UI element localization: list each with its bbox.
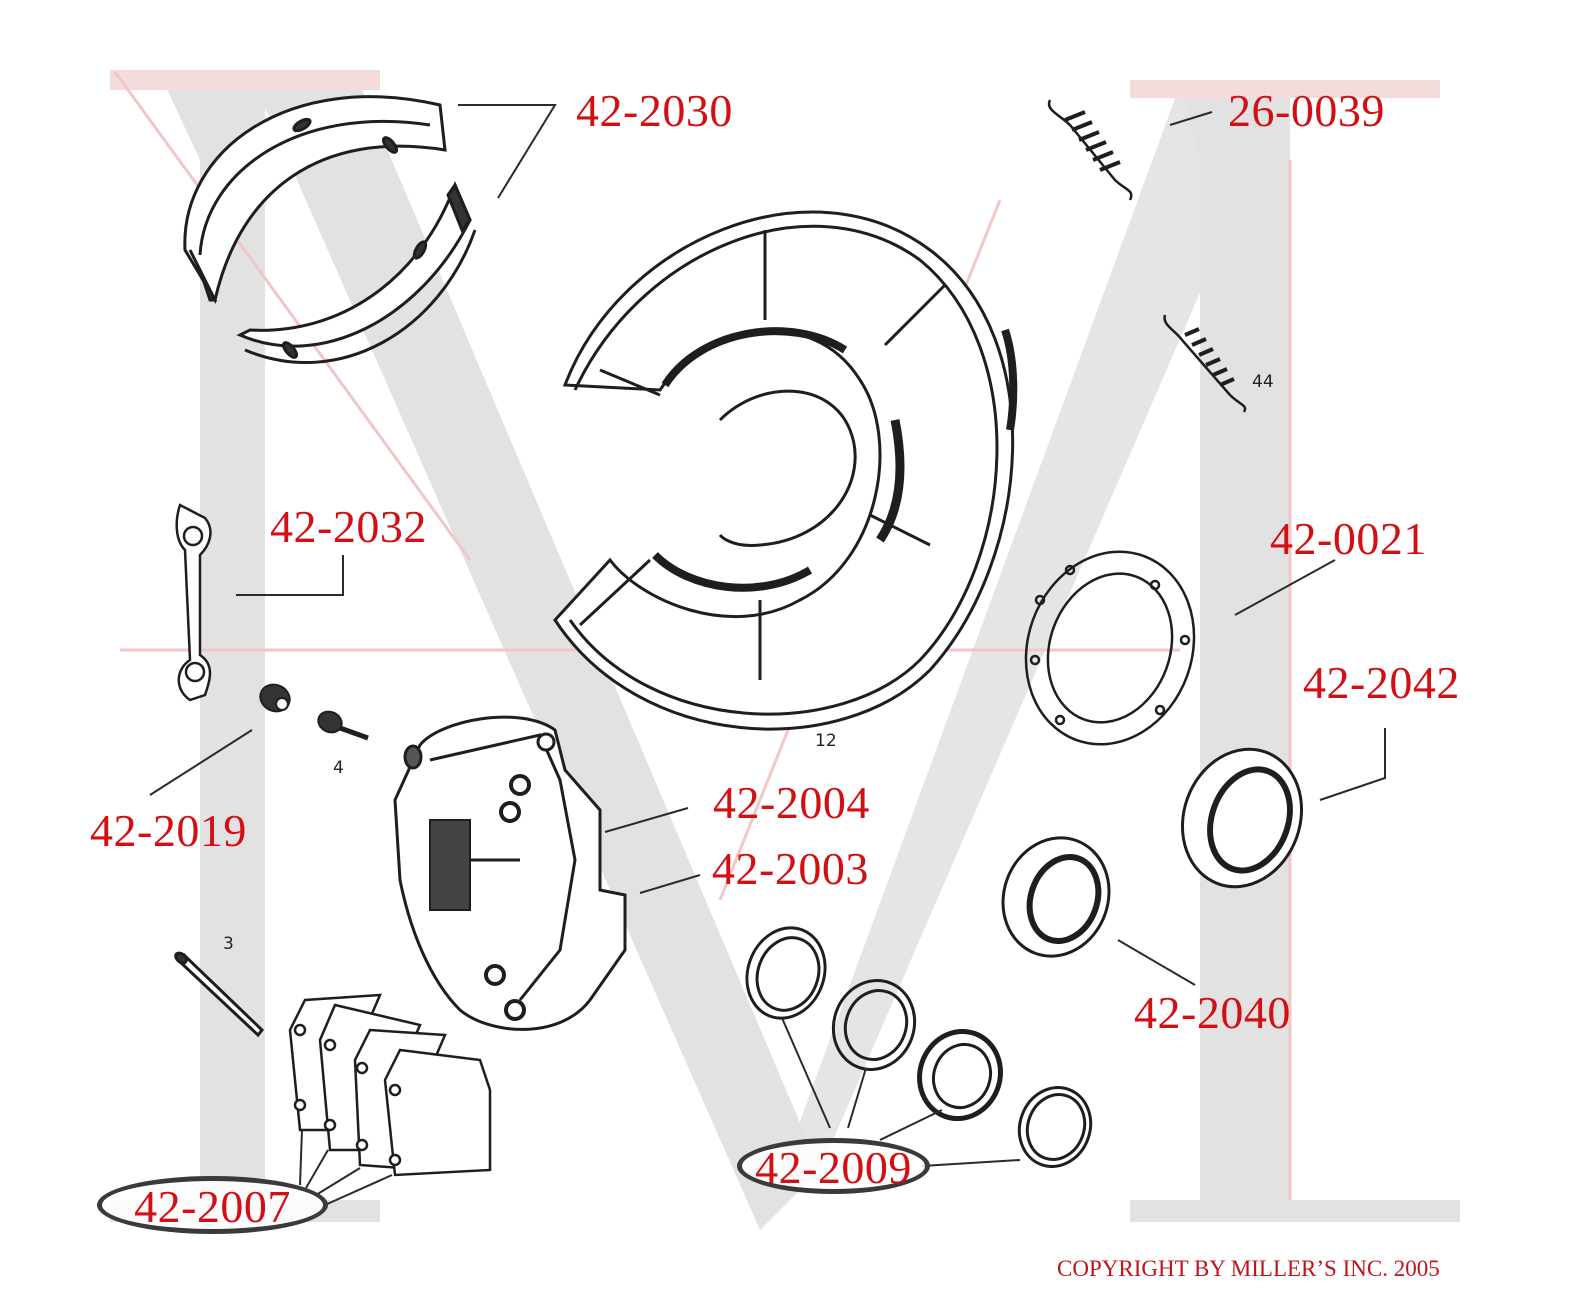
part-label-42-2030[interactable]: 42-2030 — [576, 85, 733, 136]
part-label-42-2009: 42-2009 — [755, 1142, 912, 1193]
part-label-42-2032[interactable]: 42-2032 — [270, 501, 427, 552]
bleeder-drawings — [259, 683, 369, 741]
part-label-42-2040[interactable]: 42-2040 — [1134, 987, 1291, 1038]
part-label-42-2019[interactable]: 42-2019 — [90, 805, 247, 856]
dust-shield-drawing — [553, 210, 1018, 731]
part-label-42-2042[interactable]: 42-2042 — [1303, 657, 1460, 708]
pin-drawing — [174, 951, 265, 1038]
reference-number-3: 3 — [223, 934, 234, 954]
brake-shoes-drawing — [183, 95, 477, 365]
spring-drawings — [1047, 99, 1247, 413]
part-label-42-2003[interactable]: 42-2003 — [712, 843, 869, 894]
part-label-42-0021[interactable]: 42-0021 — [1270, 513, 1427, 564]
part-label-42-2004[interactable]: 42-2004 — [713, 777, 870, 828]
seal-kit-rings-drawing — [745, 926, 1093, 1168]
seal-drawings — [1001, 747, 1304, 958]
retaining-plate-drawing — [175, 503, 212, 702]
gasket-drawing — [1024, 550, 1196, 746]
part-label-26-0039[interactable]: 26-0039 — [1228, 85, 1385, 136]
reference-number-44: 44 — [1252, 372, 1274, 392]
leader-lines — [149, 104, 1386, 1206]
caliper-drawing — [393, 715, 627, 1031]
reference-number-4: 4 — [333, 758, 344, 778]
circled-label-42-2009[interactable]: 42-2009 — [737, 1138, 930, 1194]
brake-pads-drawing — [288, 993, 492, 1177]
reference-number-12: 12 — [815, 731, 837, 751]
part-label-42-2007: 42-2007 — [134, 1181, 291, 1232]
circled-label-42-2007[interactable]: 42-2007 — [97, 1176, 328, 1234]
copyright-notice: COPYRIGHT BY MILLER’S INC. 2005 — [1057, 1256, 1440, 1281]
